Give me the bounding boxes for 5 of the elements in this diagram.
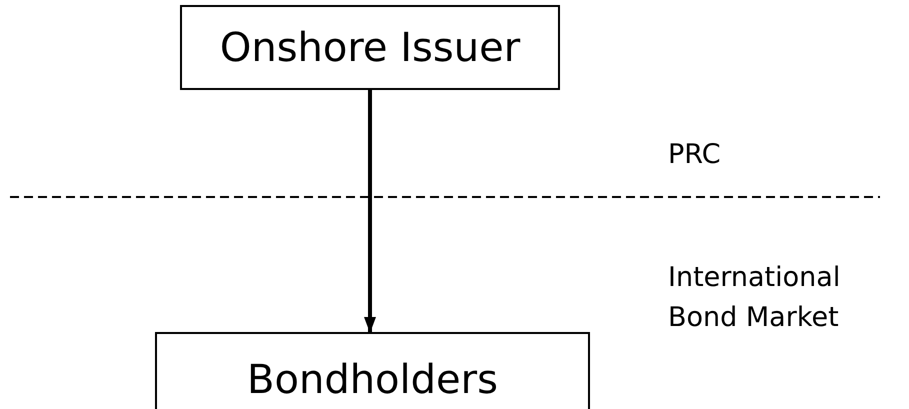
process-box: Bondholders [155, 332, 590, 409]
process-box: Onshore Issuer [180, 5, 560, 90]
arrow [364, 90, 376, 333]
region-label: International Bond Market [668, 261, 842, 335]
region-label: PRC [668, 138, 722, 172]
